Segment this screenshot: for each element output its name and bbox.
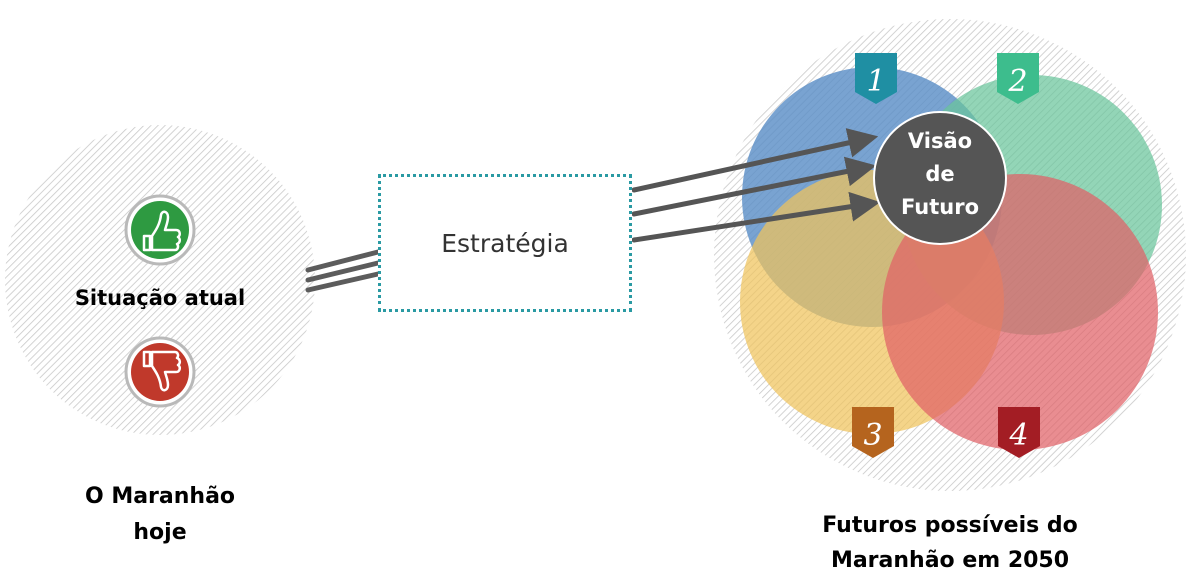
arrow-3 <box>631 191 881 243</box>
vision-line-3: Futuro <box>901 195 979 219</box>
arrow-1 <box>631 128 879 193</box>
marker-3 <box>852 407 894 458</box>
marker-3-number: 3 <box>863 418 882 453</box>
marker-2 <box>997 53 1039 104</box>
vision-circle <box>873 111 1007 245</box>
left-caption-line-1: O Maranhão <box>84 484 236 509</box>
left-caption-line-2: hoje <box>133 520 187 545</box>
marker-1-number: 1 <box>866 64 885 99</box>
thumbs-up-icon <box>124 194 196 266</box>
right-caption-line-1: Futuros possíveis do <box>822 513 1078 538</box>
current-situation-circle <box>5 125 315 435</box>
vision-line-1: Visão <box>908 129 972 153</box>
arrow-2 <box>631 156 877 217</box>
current-situation-label: Situação atual <box>74 286 246 310</box>
marker-4 <box>998 407 1040 458</box>
vision-line-2: de <box>925 162 954 186</box>
strategy-box: Estratégia <box>378 174 632 312</box>
marker-1 <box>855 53 897 104</box>
right-caption-line-2: Maranhão em 2050 <box>830 548 1070 573</box>
strategy-label: Estratégia <box>441 228 569 258</box>
marker-4-number: 4 <box>1008 418 1028 453</box>
connector-lines <box>305 249 381 293</box>
strategy-arrows <box>631 128 881 243</box>
thumbs-down-icon <box>124 336 196 408</box>
marker-2-number: 2 <box>1007 64 1027 99</box>
